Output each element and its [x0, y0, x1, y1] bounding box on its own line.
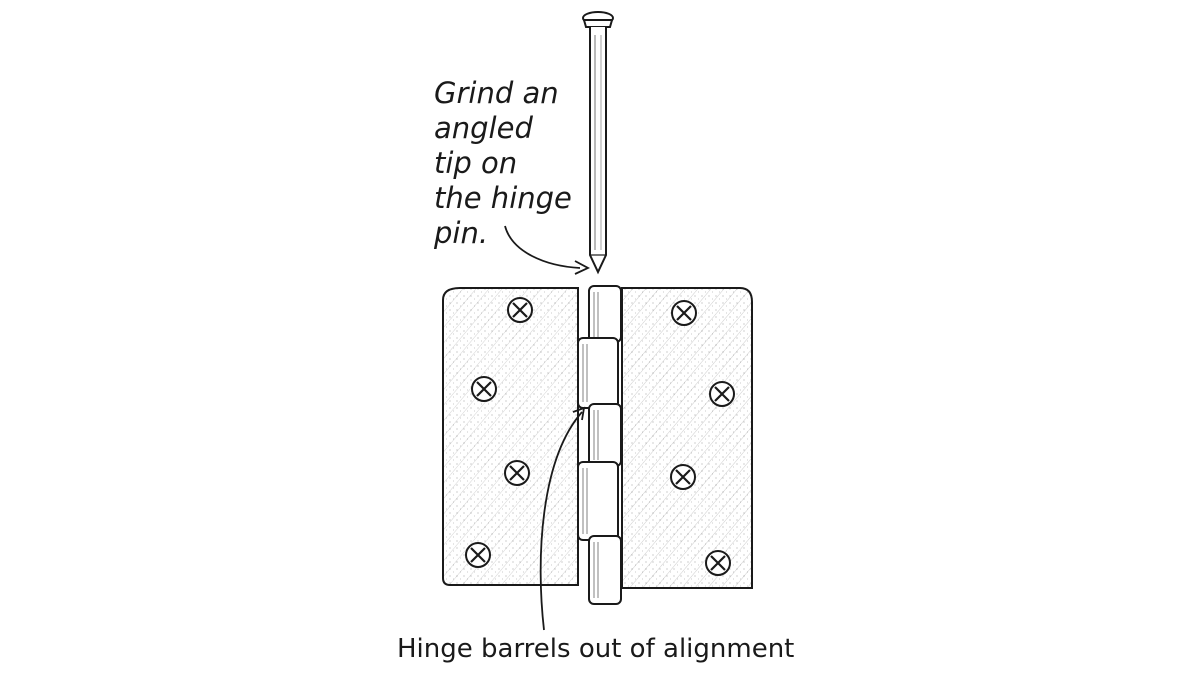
leader-arrow-barrels [539, 406, 586, 631]
screw-icon [507, 297, 533, 323]
screw-icon [705, 550, 731, 576]
screw-icon [471, 376, 497, 402]
pin-tip-callout-line: Grind an [434, 76, 559, 110]
leader-arrow-pin-tip [504, 225, 591, 275]
screw-icon [670, 464, 696, 490]
screw-icon [465, 542, 491, 568]
pin-tip-callout-line: angled [434, 111, 533, 145]
pin-tip-callout: Grind an angled tip on the hinge pin. [434, 76, 572, 251]
pin-tip-callout-line: tip on [434, 146, 518, 180]
hinge-right-leaf [621, 287, 753, 589]
barrels-callout: Hinge barrels out of alignment [397, 634, 795, 664]
hinge-pin [582, 11, 614, 275]
pin-tip-callout-line: the hinge [434, 181, 572, 215]
hinge-barrels [577, 285, 622, 605]
screw-icon [709, 381, 735, 407]
hinge-left-leaf [442, 287, 579, 586]
screws [465, 297, 735, 576]
pin-tip-callout-line: pin. [434, 216, 489, 250]
screw-icon [504, 460, 530, 486]
screw-icon [671, 300, 697, 326]
